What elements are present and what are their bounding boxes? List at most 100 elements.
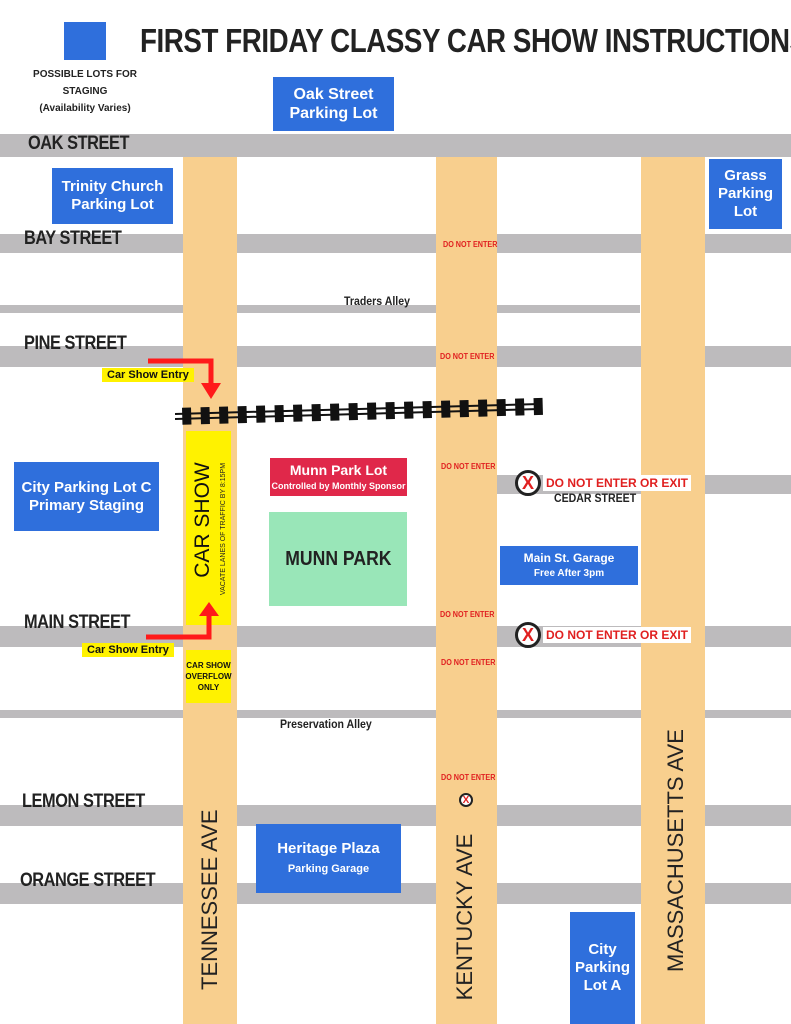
legend-swatch	[64, 22, 106, 60]
city-c-line-2: Primary Staging	[28, 496, 145, 514]
railroad-tie	[200, 407, 210, 425]
legend-line-3: (Availability Varies)	[39, 103, 131, 114]
main-do-not-enter-or-exit: X DO NOT ENTER OR EXIT	[515, 622, 692, 648]
railroad-tie	[256, 405, 266, 423]
heritage-subtitle: Parking Garage	[287, 863, 370, 876]
preservation-alley-label: Preservation Alley	[280, 717, 372, 731]
munn-park-lot: Munn Park Lot Controlled by Monthly Spon…	[270, 458, 407, 496]
car-show-subtitle: VACATE LANES OF TRAFFIC BY 8:15PM	[219, 462, 227, 596]
overflow-line-1: CAR SHOW	[186, 661, 231, 670]
legend-line-1: POSSIBLE LOTS FOR	[33, 69, 137, 80]
no-entry-icon: X	[515, 622, 541, 648]
car-show-overflow: CAR SHOW OVERFLOW ONLY	[185, 650, 232, 703]
car-show-zone	[186, 431, 231, 625]
oak-lot-line-2: Parking Lot	[289, 105, 378, 122]
orange-street-label: ORANGE STREET	[20, 870, 156, 891]
oak-street-label: OAK STREET	[28, 133, 130, 154]
railroad-tie	[237, 406, 247, 424]
bay-street-label: BAY STREET	[24, 228, 122, 249]
oak-street-road	[0, 134, 791, 157]
railroad-tie	[422, 400, 432, 419]
munn-park-label: MUNN PARK	[284, 547, 392, 570]
cedar-warning-text: DO NOT ENTER OR EXIT	[543, 475, 692, 491]
car-show-label: CAR SHOW	[191, 425, 215, 615]
traders-alley-label: Traders Alley	[344, 294, 410, 308]
do-not-enter-cedar: DO NOT ENTER	[441, 462, 496, 471]
garage-title: Main St. Garage	[523, 550, 615, 565]
pine-street-label: PINE STREET	[24, 333, 127, 354]
city-a-line-2: Parking	[574, 959, 631, 976]
page-title: FIRST FRIDAY CLASSY CAR SHOW INSTRUCTION…	[140, 22, 791, 59]
trinity-church-parking-lot: Trinity Church Parking Lot	[52, 168, 173, 224]
railroad-tie	[533, 397, 543, 416]
oak-street-parking-lot: Oak Street Parking Lot	[273, 77, 394, 131]
oak-lot-line-1: Oak Street	[293, 85, 374, 103]
railroad-tie	[459, 399, 469, 418]
railroad-tie	[385, 401, 395, 420]
do-not-enter-bay: DO NOT ENTER	[443, 240, 498, 249]
grass-lot-line-1: Grass	[724, 167, 767, 184]
city-a-line-1: City	[588, 941, 617, 958]
kentucky-ave-road	[436, 157, 497, 1024]
railroad-tie	[329, 403, 340, 421]
car-show-sub-label: VACATE LANES OF TRAFFIC BY 8:15PM	[217, 434, 229, 624]
railroad-tie	[348, 402, 358, 421]
traders-alley-road	[0, 305, 640, 313]
pine-entry-arrow	[148, 358, 221, 399]
main-warning-text: DO NOT ENTER OR EXIT	[543, 627, 692, 643]
do-not-enter-lemon: DO NOT ENTER	[441, 773, 496, 782]
pine-car-show-entry-label: Car Show Entry	[102, 368, 194, 382]
overflow-line-2: OVERFLOW	[185, 672, 232, 681]
lemon-street-label: LEMON STREET	[22, 791, 145, 812]
do-not-enter-pine: DO NOT ENTER	[440, 352, 495, 361]
main-st-garage: Main St. Garage Free After 3pm	[500, 546, 638, 585]
railroad-tie	[311, 404, 321, 422]
city-parking-lot-a: City Parking Lot A	[570, 912, 635, 1024]
railroad-tie	[404, 401, 414, 419]
city-c-line-1: City Parking Lot C	[21, 478, 152, 496]
cedar-do-not-enter-or-exit: X DO NOT ENTER OR EXIT	[515, 470, 692, 496]
massachusetts-ave-label: MASSACHUSETTS AVE	[663, 729, 688, 972]
garage-subtitle: Free After 3pm	[533, 568, 605, 580]
heritage-plaza-parking-garage: Heritage Plaza Parking Garage	[256, 824, 401, 893]
overflow-line-3: ONLY	[197, 683, 220, 692]
do-not-enter-main-north: DO NOT ENTER	[440, 610, 495, 619]
heritage-title: Heritage Plaza	[277, 840, 380, 858]
railroad-tie	[219, 406, 229, 424]
trinity-lot-line-1: Trinity Church	[61, 178, 164, 195]
railroad-tie	[496, 398, 506, 417]
munn-park: MUNN PARK	[269, 512, 407, 606]
grass-lot-line-2: Parking	[717, 185, 774, 202]
railroad-tie	[182, 407, 192, 425]
main-street-label: MAIN STREET	[24, 612, 131, 633]
no-entry-icon-small-glyph: X	[462, 794, 470, 806]
legend-line-2: STAGING	[62, 86, 108, 97]
railroad-tie	[274, 405, 284, 423]
do-not-enter-main-south: DO NOT ENTER	[441, 658, 496, 667]
city-parking-lot-c: City Parking Lot C Primary Staging	[14, 462, 159, 531]
trinity-lot-line-2: Parking Lot	[71, 196, 154, 213]
railroad-tie	[293, 404, 303, 422]
no-entry-glyph-cedar: X	[521, 472, 534, 493]
railroad-tie	[478, 399, 488, 417]
no-entry-icon: X	[515, 470, 541, 496]
cedar-street-label: CEDAR STREET	[554, 491, 637, 505]
preservation-alley-road	[0, 710, 791, 718]
no-entry-glyph-main: X	[521, 624, 534, 645]
car-show-title: CAR SHOW	[191, 462, 214, 578]
railroad-tracks	[174, 397, 543, 425]
main-car-show-entry-label: Car Show Entry	[82, 643, 174, 657]
no-entry-icon-small: X	[459, 793, 473, 807]
railroad-tie	[515, 398, 525, 416]
munn-lot-title: Munn Park Lot	[289, 462, 388, 479]
city-a-line-3: Lot A	[583, 977, 622, 994]
main-entry-arrow	[146, 602, 219, 640]
kentucky-ave-label: KENTUCKY AVE	[452, 833, 477, 1001]
grass-lot-line-3: Lot	[733, 203, 758, 220]
tennessee-ave-label: TENNESSEE AVE	[197, 809, 222, 990]
railroad-tie	[367, 402, 377, 420]
massachusetts-ave-road	[641, 157, 705, 1024]
grass-parking-lot: Grass Parking Lot	[709, 159, 782, 229]
munn-lot-subtitle: Controlled by Monthly Sponsor	[271, 481, 406, 491]
legend-text: POSSIBLE LOTS FOR STAGING (Availability …	[20, 66, 150, 117]
